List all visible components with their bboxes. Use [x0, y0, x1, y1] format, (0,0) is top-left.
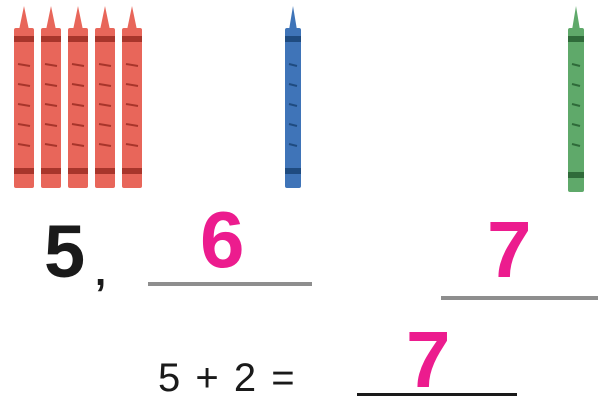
- red-crayon: [14, 6, 34, 188]
- equation-blank-line: [357, 393, 517, 396]
- red-crayon: [95, 6, 115, 188]
- red-crayon: [68, 6, 88, 188]
- next-number-blank-line: [148, 282, 312, 286]
- equation-answer: 7: [406, 315, 451, 404]
- equation-expression: 5 + 2 =: [158, 356, 297, 400]
- comma-separator: ,: [95, 250, 107, 294]
- blue-crayon: [285, 6, 301, 188]
- final-number-answer: 7: [487, 205, 532, 294]
- red-crayon: [41, 6, 61, 188]
- next-number-answer: 6: [200, 195, 245, 284]
- green-crayon: [568, 6, 584, 192]
- red-crayon: [122, 6, 142, 188]
- final-number-blank-line: [441, 296, 598, 300]
- start-number: 5: [44, 210, 86, 293]
